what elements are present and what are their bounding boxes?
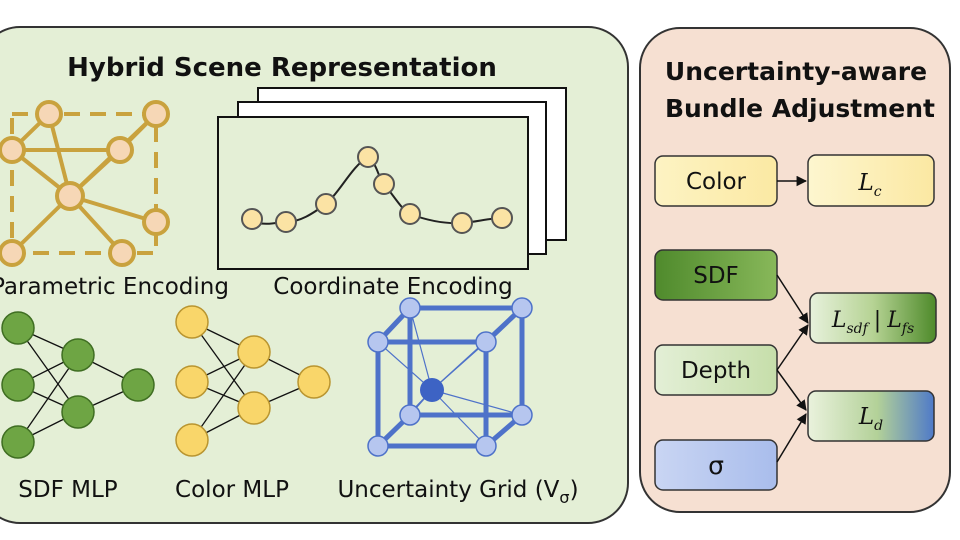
uncertainty-grid-label: Uncertainty Grid (Vσ) — [337, 477, 578, 507]
hybrid-scene-title: Hybrid Scene Representation — [67, 53, 497, 83]
sigma-input-box — [654, 439, 778, 491]
bundle-adjustment-title-line1: Uncertainty-aware — [665, 57, 927, 86]
coordinate-nodes — [241, 146, 513, 234]
arrow-sdf-to-lsdf — [776, 274, 809, 324]
sigma-input-label: σ — [708, 451, 724, 480]
sdf-input-label: SDF — [693, 263, 739, 289]
lsdf-lfs-loss-label: Lsdf|Lfs — [831, 308, 914, 337]
color-mlp-label: Color MLP — [175, 477, 289, 503]
coordinate-encoding-label: Coordinate Encoding — [273, 274, 512, 300]
lc-loss-box — [807, 154, 935, 207]
parametric-encoding-label: Parametric Encoding — [0, 274, 229, 300]
ld-loss-label: Ld — [858, 404, 883, 434]
sdf-mlp-label: SDF MLP — [18, 477, 118, 503]
loss-arrows — [776, 274, 809, 463]
coordinate-encoding-stack — [217, 87, 567, 270]
uncertainty-grid-center-node — [420, 378, 444, 402]
color-input-label: Color — [686, 169, 747, 195]
lsdf-lfs-loss-box — [809, 292, 937, 344]
parametric-nodes — [0, 100, 170, 267]
color-mlp-nodes — [175, 305, 331, 457]
arrow-sigma-to-ld — [776, 413, 807, 463]
ld-loss-box — [807, 390, 935, 442]
arrow-depth-to-ld — [776, 369, 807, 411]
sdf-mlp-nodes — [1, 311, 155, 459]
arrow-depth-to-lsdf — [776, 324, 809, 371]
bundle-adjustment-title-line2: Bundle Adjustment — [665, 94, 935, 123]
uncertainty-grid-nodes — [367, 297, 533, 457]
depth-input-label: Depth — [681, 358, 751, 384]
lc-loss-label: Lc — [857, 170, 881, 200]
